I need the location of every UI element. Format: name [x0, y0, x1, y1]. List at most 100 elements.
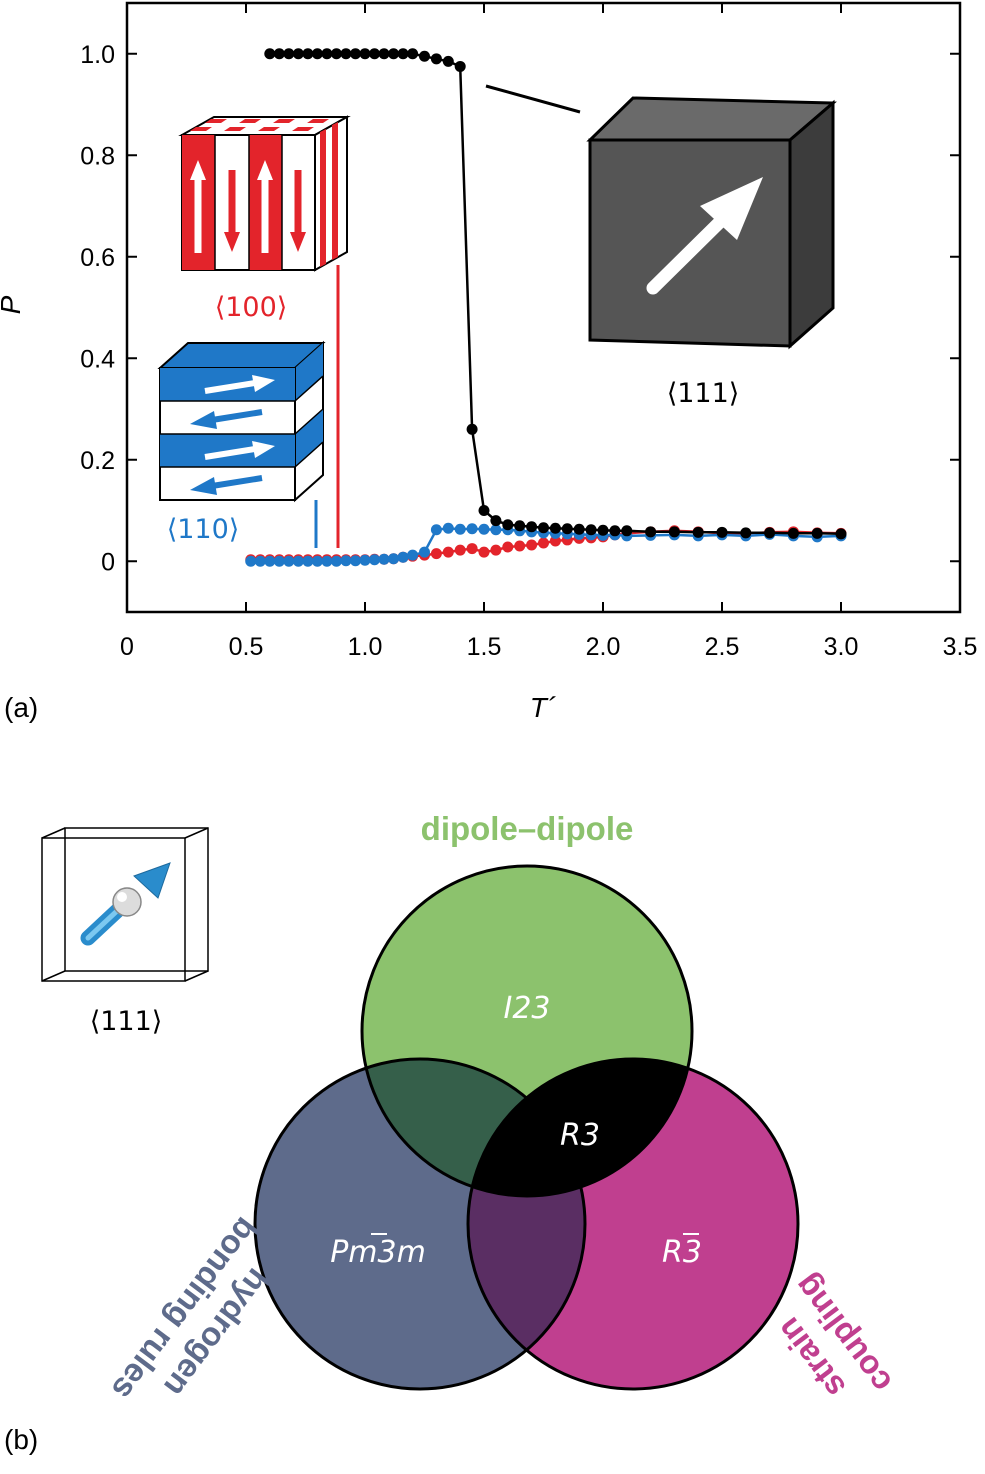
data-point	[490, 524, 502, 536]
panel-b-venn: dipole–dipole hydrogen bonding rules str…	[4, 810, 899, 1455]
venn-label-r3-bar: R3	[662, 1235, 702, 1270]
data-point	[442, 522, 454, 534]
y-axis-label: P	[0, 295, 26, 314]
data-point	[442, 546, 454, 558]
data-point	[716, 526, 728, 538]
y-tick-label: 0.2	[80, 447, 115, 475]
data-point	[573, 523, 585, 535]
venn-label-pm3m: Pm3m	[330, 1235, 426, 1270]
y-tick-label: 1.0	[80, 41, 115, 69]
data-point	[538, 522, 549, 534]
data-point	[466, 523, 478, 535]
data-point	[292, 48, 304, 60]
right-arrow-icon	[204, 375, 275, 460]
x-axis-label: T´	[530, 692, 556, 723]
data-point	[397, 551, 409, 563]
data-point	[478, 546, 490, 558]
venn-label-i23: I23	[503, 991, 550, 1026]
data-point	[454, 544, 466, 556]
data-point	[302, 555, 314, 567]
venn-label-r3: R3	[560, 1118, 600, 1153]
data-point	[340, 48, 352, 60]
x-tick-label: 2.0	[586, 633, 621, 661]
data-point	[549, 522, 561, 534]
venn-title-dipole: dipole–dipole	[421, 810, 634, 847]
panel-a-label: (a)	[4, 692, 38, 723]
data-point	[254, 555, 266, 567]
data-point	[430, 524, 442, 536]
data-point	[349, 48, 361, 60]
data-point	[787, 527, 799, 539]
data-point	[668, 526, 680, 538]
series-layer	[245, 48, 847, 567]
data-point	[502, 519, 514, 531]
data-point	[407, 48, 419, 60]
inset-100-label: ⟨100⟩	[215, 292, 288, 323]
x-tick-label: 0.5	[229, 633, 264, 661]
y-tick-label: 0.6	[80, 244, 115, 272]
data-point	[561, 523, 573, 535]
data-point	[369, 554, 381, 566]
y-axis-ticks: 00.20.40.60.81.0	[80, 41, 960, 576]
data-point	[430, 548, 442, 560]
data-point	[621, 525, 633, 537]
data-point	[302, 48, 314, 60]
data-point	[283, 48, 295, 60]
inset-110-slabs	[157, 340, 326, 548]
data-point	[273, 48, 285, 60]
x-tick-label: 1.0	[348, 633, 383, 661]
data-point	[283, 555, 295, 567]
inset-100-stripes	[178, 115, 351, 548]
data-point	[585, 524, 597, 536]
x-tick-label: 2.5	[705, 633, 740, 661]
data-point	[388, 48, 400, 60]
down-arrow-icon	[224, 170, 306, 252]
data-point	[835, 528, 847, 540]
plot-frame	[125, 1, 962, 614]
data-point	[478, 505, 490, 516]
data-point	[264, 555, 276, 567]
data-point	[478, 523, 490, 535]
y-tick-label: 0.4	[80, 345, 115, 373]
y-tick-label: 0	[101, 548, 115, 576]
data-point	[311, 48, 323, 60]
data-point	[466, 543, 478, 555]
data-point	[514, 520, 526, 532]
panel-b-label: (b)	[4, 1424, 38, 1455]
inset-100-side	[314, 115, 348, 272]
data-point	[526, 539, 538, 551]
data-point	[359, 48, 371, 60]
data-point	[388, 553, 400, 565]
data-point	[430, 53, 442, 65]
data-point	[349, 555, 361, 567]
data-point	[811, 527, 823, 539]
data-point	[419, 50, 430, 62]
data-point	[311, 555, 323, 567]
data-point	[549, 535, 561, 547]
data-point	[454, 523, 466, 535]
series-2	[264, 48, 847, 540]
data-point	[502, 541, 514, 553]
data-point	[407, 549, 419, 561]
data-point	[321, 48, 333, 60]
data-point	[764, 527, 776, 539]
data-point	[609, 525, 621, 537]
data-point	[340, 555, 352, 567]
legend-111-cube	[41, 827, 209, 982]
inset-110-label: ⟨110⟩	[167, 514, 240, 545]
atom-sphere-icon	[112, 887, 142, 917]
arrow-head-icon	[700, 177, 763, 240]
data-point	[692, 526, 704, 538]
data-point	[490, 544, 502, 556]
data-point	[378, 553, 390, 565]
data-point	[645, 526, 657, 538]
legend-111-label: ⟨111⟩	[90, 1006, 163, 1037]
x-tick-label: 3.5	[943, 633, 978, 661]
data-point	[292, 555, 304, 567]
arrow-icon	[646, 205, 737, 295]
data-point	[397, 48, 409, 60]
left-arrow-icon	[190, 409, 263, 495]
